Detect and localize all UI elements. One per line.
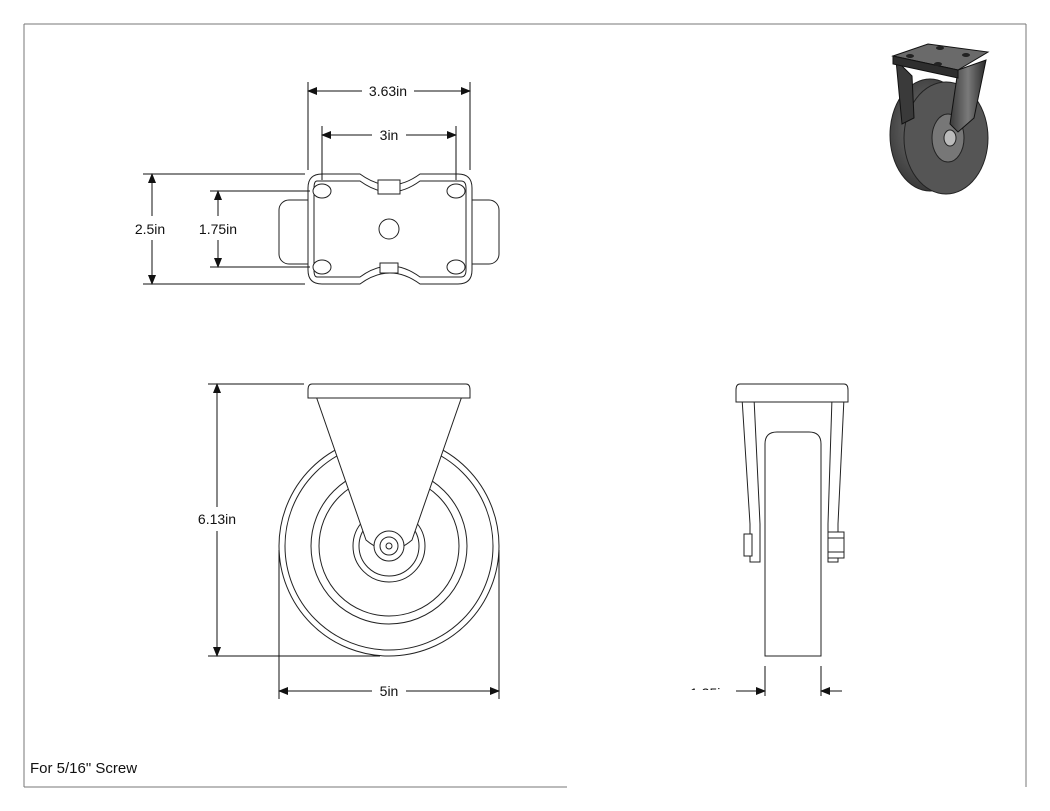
front-view [278,383,500,657]
dim-top-hole-depth: 1.75in [199,221,237,237]
center-hole-icon [378,218,400,240]
render-hole-icon [934,62,942,66]
dim-side-wheel-width-clip: 1.25in [690,685,728,701]
side-top-plate [735,383,849,403]
mount-hole-icon [446,183,466,199]
dim-side-wheel-width: 1.25in [690,685,728,701]
mount-hole-icon [446,259,466,275]
top-nut-bottom [379,262,399,274]
axle-center [385,542,393,550]
render-hole-icon [936,46,944,50]
side-axle-left [743,533,753,557]
render-bracket-left [895,58,915,125]
front-top-plate [307,383,471,399]
mount-hole-icon [312,259,332,275]
render-bracket-right [949,59,987,133]
caster-3d-render [889,43,990,195]
side-view [735,383,849,657]
screw-note: For 5/16" Screw [30,760,138,777]
render-hole-icon [906,54,914,58]
top-nut [377,179,401,195]
dim-top-depth-overall: 2.5in [135,221,165,237]
render-axle [943,129,957,147]
axle-nut-inner [379,536,399,556]
dim-front-height: 6.13in [198,511,236,527]
render-hole-icon [962,53,970,57]
mount-hole-icon [312,183,332,199]
dim-top-hole-spacing: 3in [380,127,399,143]
side-wheel [764,431,822,657]
side-dimensions [736,666,842,696]
top-view [278,173,500,285]
front-dimensions [208,383,500,699]
dim-front-wheel-diameter: 5in [380,683,399,699]
top-dimensions [143,82,471,285]
dim-top-width-overall: 3.63in [369,83,407,99]
side-axle-nut [827,531,845,559]
sheet-border [23,23,1027,788]
